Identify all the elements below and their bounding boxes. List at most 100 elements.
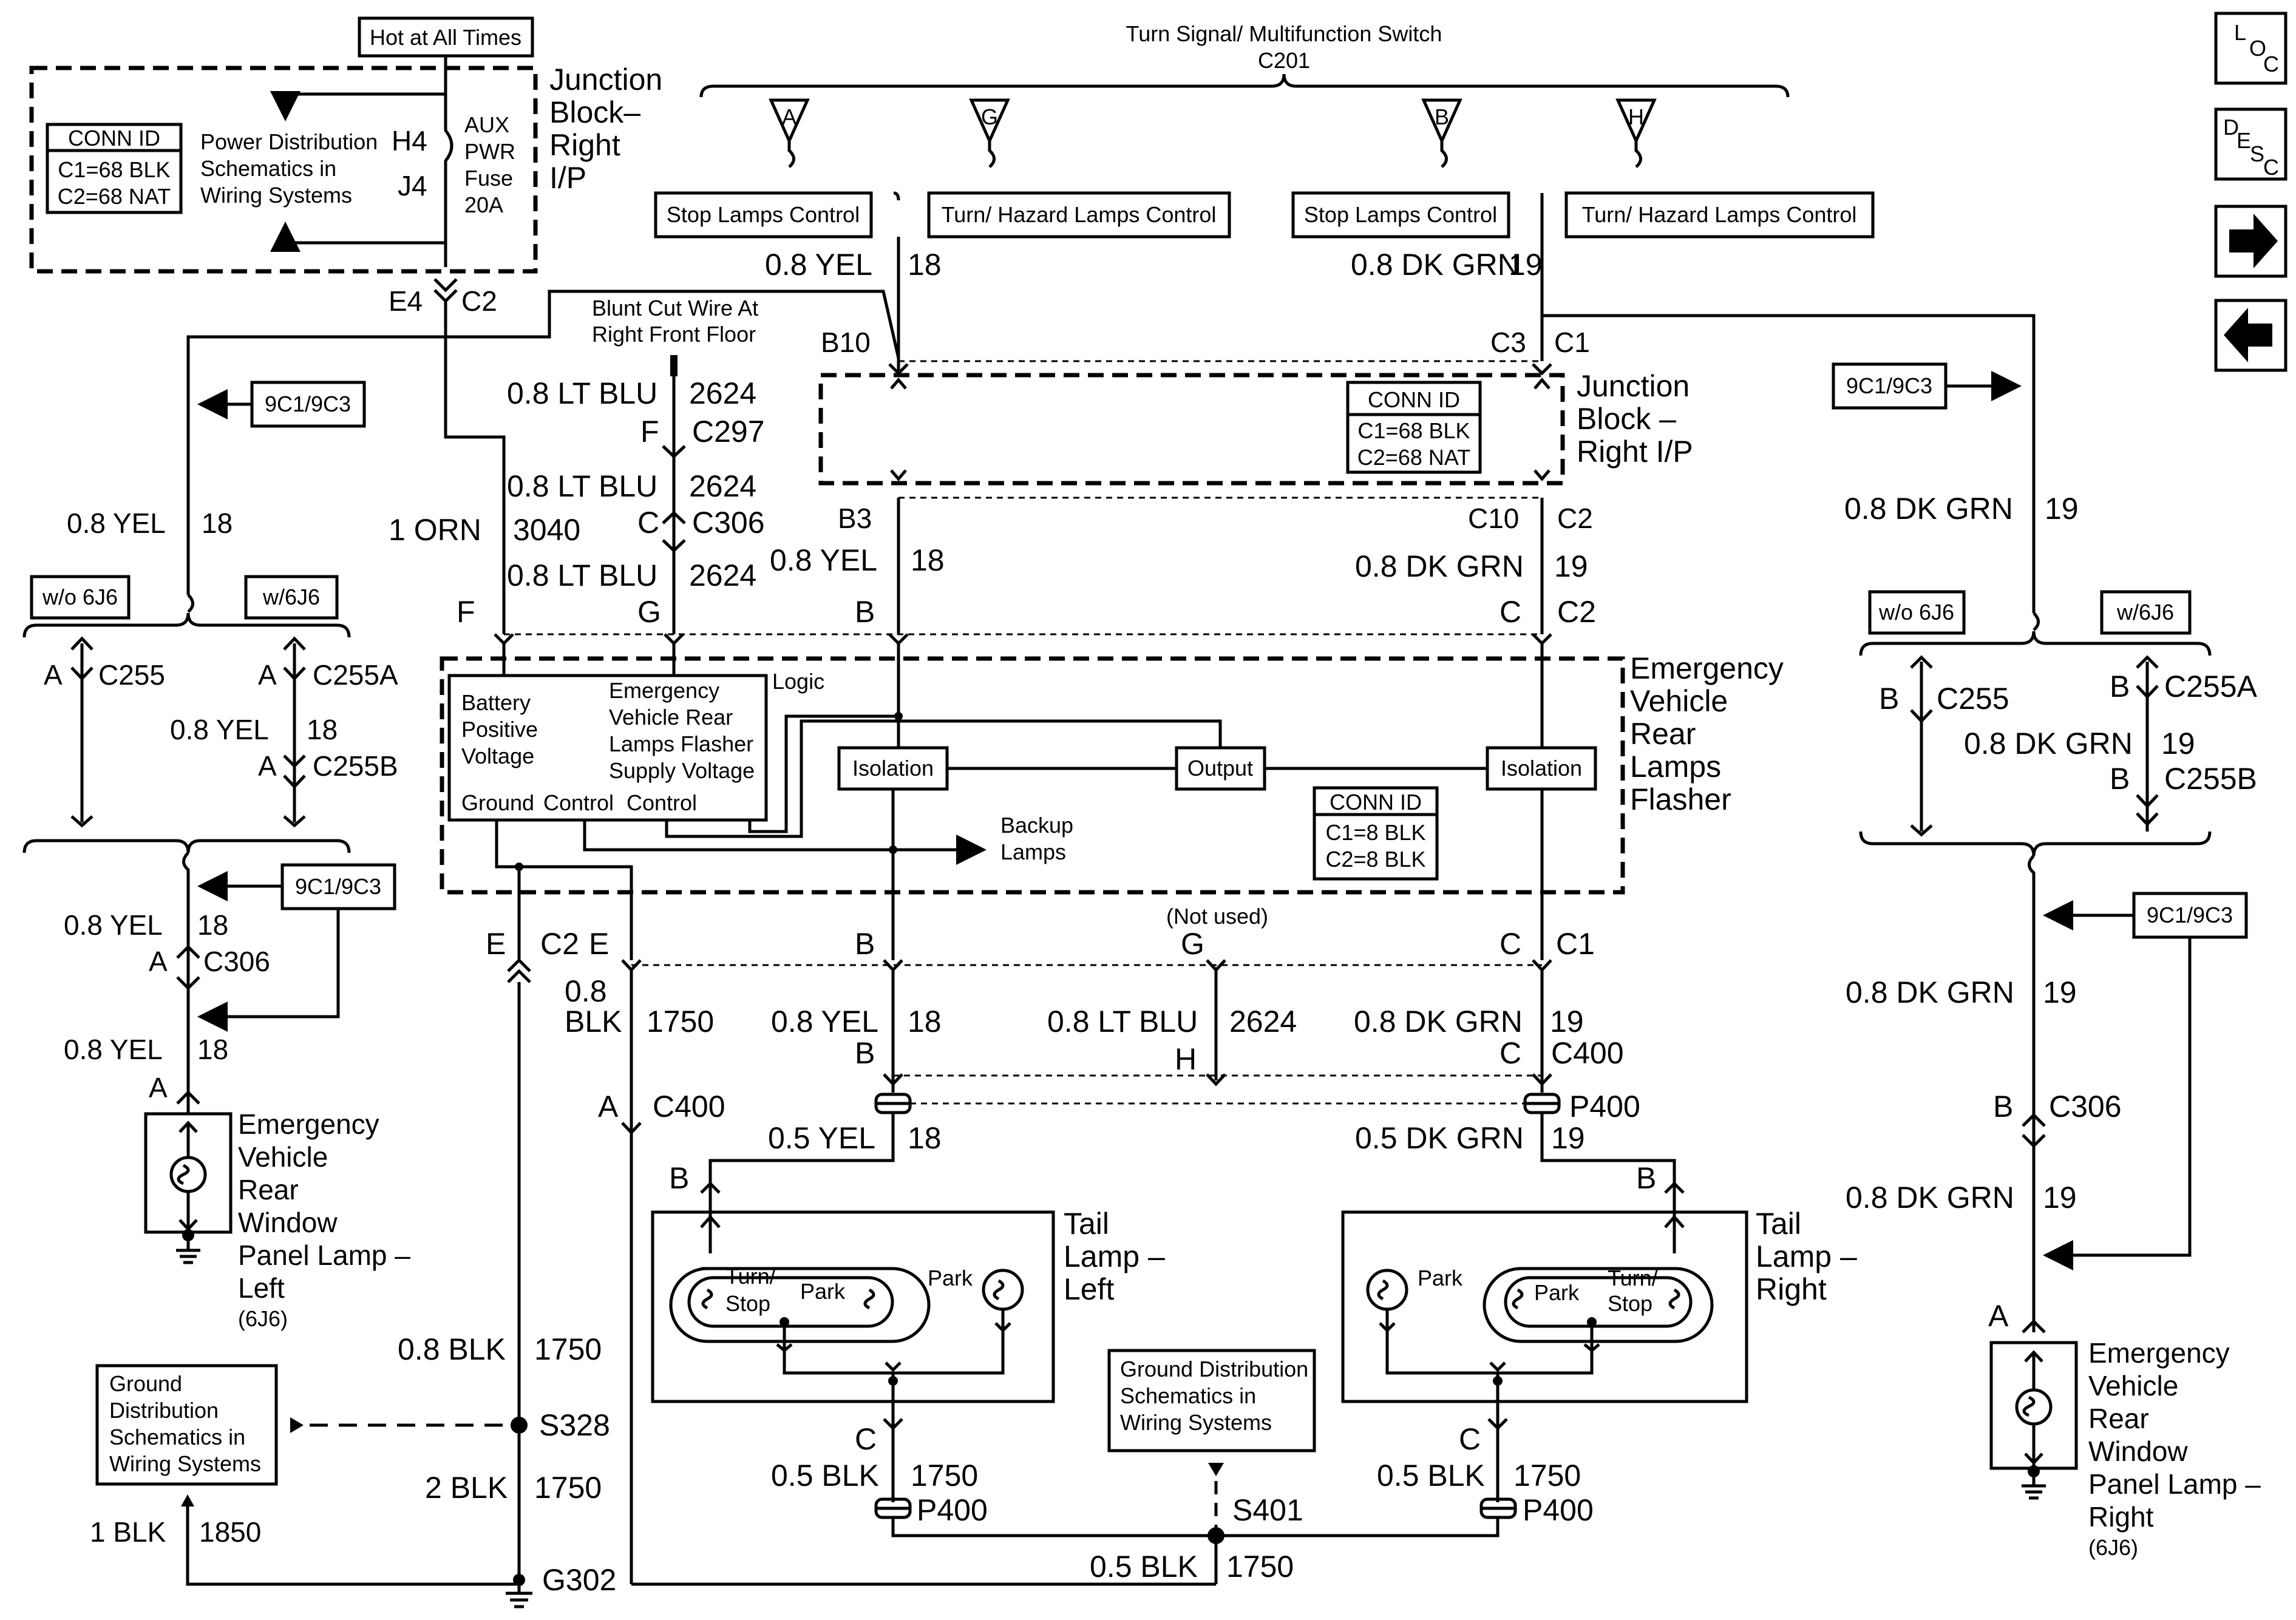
svg-text:18: 18 <box>307 714 338 745</box>
svg-text:G: G <box>637 595 661 629</box>
svg-text:CONN ID: CONN ID <box>1330 790 1422 815</box>
svg-text:G: G <box>1181 927 1204 961</box>
panel-lamp-right-label: Emergency Vehicle Rear Window Panel Lamp… <box>2088 1337 2261 1560</box>
logic-label: Logic <box>772 669 824 694</box>
svg-text:18: 18 <box>202 507 233 539</box>
svg-text:18: 18 <box>197 909 228 941</box>
svg-text:E: E <box>2237 128 2251 153</box>
svg-text:0.8 DK GRN: 0.8 DK GRN <box>1844 492 2013 526</box>
svg-text:Control: Control <box>543 790 614 815</box>
svg-text:19: 19 <box>1550 1005 1584 1039</box>
ground-icon <box>176 1241 200 1264</box>
svg-text:C: C <box>1500 927 1521 961</box>
svg-text:A: A <box>1988 1299 2009 1333</box>
svg-text:Tail: Tail <box>1064 1207 1109 1241</box>
svg-text:18: 18 <box>908 248 942 282</box>
svg-text:9C1/9C3: 9C1/9C3 <box>2147 903 2233 927</box>
svg-text:C306: C306 <box>2049 1090 2122 1123</box>
flasher-logic-box <box>447 674 768 822</box>
park-bulb-right <box>1366 1269 1408 1311</box>
svg-text:B: B <box>669 1161 689 1195</box>
junction-block-top <box>29 66 538 274</box>
blunt-cut-label: Blunt Cut Wire At <box>592 296 758 320</box>
svg-text:0.8 BLK: 0.8 BLK <box>398 1332 506 1366</box>
turn-hazard-control-right <box>1564 191 1875 239</box>
tail-lamp-left <box>651 1210 1055 1403</box>
svg-text:Left: Left <box>1064 1272 1115 1306</box>
svg-text:19: 19 <box>2043 1181 2077 1215</box>
svg-text:Schematics in: Schematics in <box>1120 1383 1256 1408</box>
svg-text:Park: Park <box>1418 1266 1463 1290</box>
svg-text:(6J6): (6J6) <box>2088 1535 2138 1560</box>
svg-text:C255B: C255B <box>313 750 398 782</box>
svg-text:(6J6): (6J6) <box>238 1306 288 1331</box>
svg-text:19: 19 <box>2161 727 2195 761</box>
svg-text:B: B <box>2110 669 2130 703</box>
switch-pin-b: B <box>1421 98 1462 168</box>
desc-button[interactable]: D E S C <box>2214 107 2288 181</box>
prev-arrow-button[interactable] <box>2214 299 2288 372</box>
switch-connector: C201 <box>1258 48 1310 73</box>
stop-lamps-control-right <box>1291 191 1510 239</box>
svg-text:0.8 YEL: 0.8 YEL <box>64 909 163 941</box>
svg-text:9C1/9C3: 9C1/9C3 <box>265 391 351 416</box>
svg-text:Left: Left <box>238 1272 285 1304</box>
park-bulb-left <box>982 1269 1024 1311</box>
svg-text:Junction: Junction <box>549 63 662 97</box>
svg-text:D: D <box>2223 115 2239 140</box>
pin-e4: E4 <box>389 285 423 317</box>
svg-text:0.8 LT BLU: 0.8 LT BLU <box>1047 1005 1198 1039</box>
svg-text:Tail: Tail <box>1756 1207 1801 1241</box>
svg-text:Distribution: Distribution <box>109 1398 219 1423</box>
svg-text:C2=68 NAT: C2=68 NAT <box>58 184 171 209</box>
bulb-icon-right <box>2015 1388 2053 1426</box>
svg-text:Rear: Rear <box>1630 717 1696 751</box>
svg-text:0.5 BLK: 0.5 BLK <box>1090 1550 1198 1584</box>
svg-text:2 BLK: 2 BLK <box>425 1471 508 1505</box>
loc-button[interactable]: L O C <box>2214 12 2288 85</box>
svg-text:A: A <box>44 659 63 691</box>
svg-text:PWR: PWR <box>464 139 515 164</box>
svg-text:P400: P400 <box>917 1493 988 1527</box>
svg-text:Control: Control <box>627 790 697 815</box>
hot-at-all-times: Hot at All Times <box>370 25 521 50</box>
ground-distribution-ref-mid <box>1107 1349 1316 1452</box>
svg-text:E: E <box>486 927 506 961</box>
svg-text:Vehicle: Vehicle <box>2088 1370 2178 1401</box>
svg-text:19: 19 <box>1551 1121 1585 1155</box>
splice-s328 <box>511 1417 528 1434</box>
option-w-6j6-left <box>244 575 339 620</box>
svg-text:C: C <box>2263 155 2279 180</box>
svg-text:C: C <box>2263 52 2279 76</box>
aux-pwr-fuse: AUX PWR Fuse 20A <box>464 112 515 217</box>
svg-text:2624: 2624 <box>1229 1005 1297 1039</box>
svg-text:C: C <box>855 1422 877 1456</box>
stop-lamps-control-left <box>654 191 873 239</box>
p400-connector-right <box>1523 1093 1561 1114</box>
next-arrow-button[interactable] <box>2214 205 2288 278</box>
svg-text:0.8 YEL: 0.8 YEL <box>771 1005 878 1039</box>
stop-lamps-control-right-label: Stop Lamps Control <box>1304 202 1497 227</box>
svg-text:2624: 2624 <box>689 469 756 503</box>
svg-text:Ground: Ground <box>461 790 534 815</box>
svg-text:19: 19 <box>1554 549 1588 583</box>
svg-text:C1=68 BLK: C1=68 BLK <box>1357 418 1470 443</box>
not-used-label: (Not used) <box>1166 904 1268 929</box>
svg-text:AUX: AUX <box>464 112 509 137</box>
svg-text:B: B <box>1993 1090 2013 1123</box>
svg-text:C: C <box>1500 595 1521 629</box>
svg-text:Right: Right <box>1756 1272 1827 1306</box>
p400-connector-left <box>874 1093 912 1114</box>
svg-text:Stop: Stop <box>1608 1291 1652 1316</box>
conn-id-top: CONN ID C1=68 BLK C2=68 NAT <box>46 123 183 214</box>
arrow-right-icon <box>2229 214 2278 268</box>
svg-text:Turn/: Turn/ <box>725 1264 776 1289</box>
svg-text:Isolation: Isolation <box>852 756 934 781</box>
svg-text:C1=8 BLK: C1=8 BLK <box>1325 820 1425 845</box>
svg-text:w/o 6J6: w/o 6J6 <box>42 585 118 609</box>
svg-text:Lamps Flasher: Lamps Flasher <box>609 731 753 756</box>
svg-text:1750: 1750 <box>534 1471 602 1505</box>
svg-text:Wiring Systems: Wiring Systems <box>200 183 352 208</box>
svg-text:0.5 BLK: 0.5 BLK <box>1377 1459 1485 1493</box>
flasher-label: Emergency Vehicle Rear Lamps Flasher <box>1630 651 1784 816</box>
